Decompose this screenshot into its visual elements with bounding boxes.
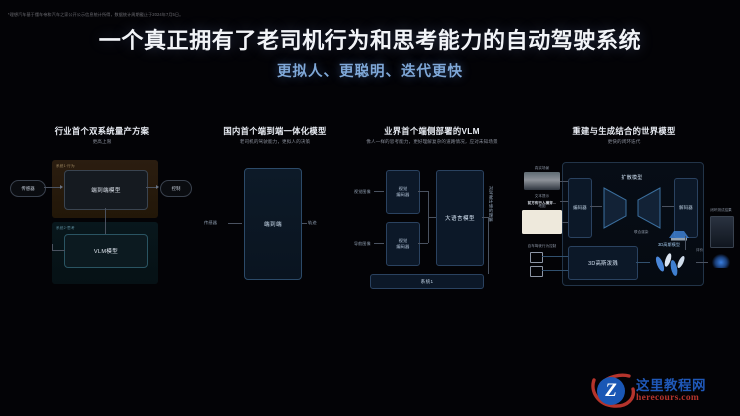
label-ego-control: 自车驾驶行为控制 (527, 244, 557, 248)
gaussian-splat-icon (655, 253, 685, 276)
world-model-diagram: 真实场景 文本提示 前方有行人横穿… 地图 自车驾驶行为控制 编码器 扩散模型 … (514, 156, 734, 291)
wire-map-to-encoder (562, 222, 568, 223)
pill-sensor: 传感器 (10, 180, 46, 197)
label-joint-render: 联合渲染 (634, 230, 649, 234)
value-text-prompt: 前方有行人横穿… (527, 201, 557, 205)
panel-vlm: 业界首个端侧部署的VLM 像人一样的思考能力，更好理解复杂的道路情况，应对未知场… (354, 126, 510, 296)
wire-sensor-in (228, 223, 242, 224)
panel-dual-system: 行业首个双系统量产方案 更高上限 系统1·行为 系统2·思考 端到端模型 VLM… (8, 126, 196, 296)
thumbnail-map (522, 210, 562, 234)
thumbnail-real-scene (524, 172, 560, 190)
panel-subtitle: 更高上限 (92, 139, 112, 144)
bar-system1: 系统1 (370, 274, 484, 289)
encoder-line-1: 视觉 (398, 186, 408, 191)
wire-decoder-down (685, 236, 686, 250)
label-map: 地图 (538, 204, 546, 208)
wire-e2e-to-vlm (105, 208, 106, 234)
wire-vision-in (374, 191, 384, 192)
wire-control-to-gs-1 (542, 256, 568, 257)
label-text-prompt: 文本提示 (534, 194, 550, 198)
encoder-line-2: 编码器 (396, 244, 410, 249)
box-vision-encoder-1: 视觉 编码器 (386, 170, 420, 214)
wire-nav-in (374, 243, 384, 244)
label-gaussian-model: 3D高斯模型 (657, 242, 681, 247)
wire-vlm-left-stub (52, 244, 53, 250)
page-subtitle: 更拟人、更聪明、迭代更快 (277, 64, 463, 80)
node-vlm-model: VLM模型 (64, 234, 148, 268)
wire-merge-to-llm (428, 217, 436, 218)
label-driving-understanding: 对驾驶环境的理解 (489, 186, 494, 222)
box-vision-encoder-2: 视觉 编码器 (386, 222, 420, 266)
watermark-site-name: 这里教程网 (636, 378, 706, 393)
wire-out-down (488, 217, 489, 274)
wire-enc2-out (418, 243, 428, 244)
block-decoder: 解码器 (674, 178, 698, 238)
wire-gs-to-splat (636, 262, 650, 263)
label-evaluation: 评价 (696, 248, 704, 252)
watermark-text: 这里教程网 herecours.com (636, 378, 734, 404)
page-title: 一个真正拥有了老司机行为和思考能力的自动驾驶系统 (98, 28, 642, 53)
label-sensor-input: 传感器 (204, 220, 218, 225)
encoder-line-1: 视觉 (398, 238, 408, 243)
watermark-domain: herecours.com (636, 393, 700, 403)
diffusion-hourglass-icon (603, 187, 661, 229)
wire-trajectory-out (302, 223, 307, 224)
thumbnail-closed-loop-result (710, 216, 734, 248)
control-icon-2 (530, 266, 543, 277)
wire-llm-out (482, 217, 488, 218)
disclaimer-text: *理想汽车基于懂车帝和汽车之家公开公示信息统计所得，数据统计周期截止于2024年… (8, 12, 184, 17)
wire-scene-to-encoder (560, 181, 568, 182)
wire-control-to-gs-2 (542, 270, 568, 271)
control-icon-1 (530, 252, 543, 263)
wire-encoder-to-diffusion (590, 206, 602, 207)
panel-title: 国内首个端到端一体化模型 (223, 126, 327, 136)
block-end-to-end: 端到端 (244, 168, 302, 280)
encoder-line-2: 编码器 (396, 192, 410, 197)
watermark: Z 这里教程网 herecours.com (588, 372, 734, 410)
label-vision-image: 视觉图像 (354, 189, 371, 194)
box-large-language-model: 大语言模型 (436, 170, 484, 266)
end-to-end-diagram: 端到端 传感器 轨迹 (200, 156, 350, 291)
arrow-e2e-to-control (156, 185, 159, 189)
vlm-diagram: 视觉图像 导航图像 视觉 编码器 视觉 编码器 大语言模型 系统1 对驾驶环境的… (354, 156, 510, 291)
joint-render-car-icon (669, 231, 689, 241)
wire-splat-to-eval (696, 262, 708, 263)
label-trajectory-output: 轨迹 (308, 220, 317, 225)
glow-car-icon (712, 254, 730, 268)
panel-title: 行业首个双系统量产方案 (54, 126, 150, 136)
watermark-logo: Z (588, 373, 636, 409)
label-real-scene: 真实场景 (534, 166, 550, 170)
pill-control: 控制 (160, 180, 192, 197)
panel-title: 业界首个端侧部署的VLM (384, 126, 480, 136)
block-gaussian-splatting: 3D高斯泼溅 (568, 246, 638, 280)
panel-subtitle: 更快的闭环迭代 (607, 139, 641, 144)
dual-system-diagram: 系统1·行为 系统2·思考 端到端模型 VLM模型 传感器 控制 (8, 156, 196, 291)
panel-subtitle: 老司机的驾驶能力，更拟人的决策 (239, 139, 311, 144)
block-encoder: 编码器 (568, 178, 592, 238)
label-closed-loop-result: 闭环测试结果 (710, 208, 732, 212)
arrow-sensor-to-e2e (60, 185, 63, 189)
panel-subtitle: 像人一样的思考能力，更好理解复杂的道路情况，应对未知场景 (366, 139, 498, 144)
panel-end-to-end: 国内首个端到端一体化模型 老司机的驾驶能力，更拟人的决策 端到端 传感器 轨迹 (200, 126, 350, 296)
wire-sensor-to-e2e (44, 187, 61, 188)
wire-vlm-in (52, 250, 65, 251)
wire-diffusion-to-decoder (662, 206, 674, 207)
label-navigation-image: 导航图像 (354, 241, 371, 246)
logo-circle (597, 377, 625, 405)
panel-world-model: 重建与生成结合的世界模型 更快的闭环迭代 真实场景 文本提示 前方有行人横穿… … (514, 126, 734, 296)
wire-e2e-to-control (146, 187, 157, 188)
node-end-to-end-model: 端到端模型 (64, 170, 148, 210)
wire-text-to-encoder (560, 201, 568, 202)
wire-enc1-out (418, 191, 428, 192)
panel-row: 行业首个双系统量产方案 更高上限 系统1·行为 系统2·思考 端到端模型 VLM… (0, 126, 740, 296)
label-diffusion-model: 扩散模型 (621, 175, 643, 181)
logo-letter: Z (605, 380, 617, 401)
system1-label: 系统1·行为 (56, 164, 75, 168)
panel-title: 重建与生成结合的世界模型 (572, 126, 676, 136)
system2-label: 系统2·思考 (56, 226, 75, 230)
